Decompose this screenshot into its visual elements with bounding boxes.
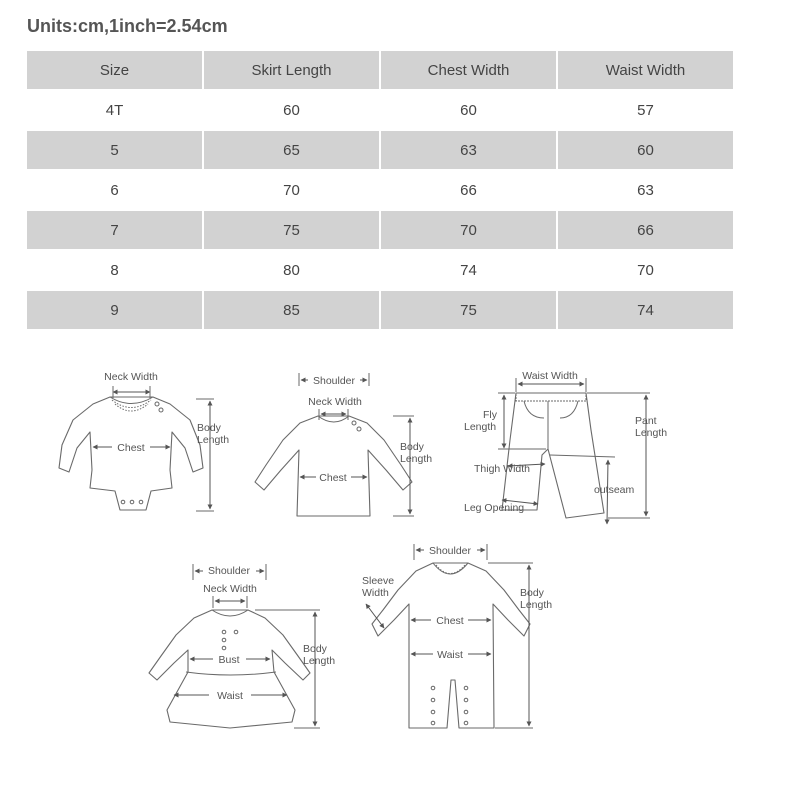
- table-cell: 66: [558, 211, 733, 249]
- neck-width-label: Neck Width: [308, 396, 362, 408]
- body-length-label: Body: [303, 643, 328, 655]
- header-waist-width: Waist Width: [558, 51, 733, 89]
- table-cell: 65: [204, 131, 379, 169]
- fly-length-label: Fly: [483, 409, 498, 421]
- table-cell: 80: [204, 251, 379, 289]
- body-length-label-2: Length: [197, 434, 229, 446]
- table-header-row: Size Skirt Length Chest Width Waist Widt…: [27, 51, 733, 89]
- units-title: Units:cm,1inch=2.54cm: [27, 16, 228, 36]
- romper-diagram: Shoulder Sleeve Width Chest Waist Body L…: [362, 544, 552, 729]
- pants-diagram: Waist Width Fly Length Pant Length Thigh…: [464, 370, 667, 525]
- body-length-label: Body: [520, 587, 545, 599]
- shoulder-label: Shoulder: [313, 375, 356, 387]
- bust-label: Bust: [218, 654, 239, 666]
- header-skirt-length: Skirt Length: [204, 51, 379, 89]
- sleeve-width-label-2: Width: [362, 587, 389, 599]
- table-row: 8 80 74 70: [27, 251, 733, 289]
- table-cell: 8: [27, 251, 202, 289]
- table-cell: 74: [381, 251, 556, 289]
- waist-width-label: Waist Width: [522, 370, 578, 382]
- shoulder-label: Shoulder: [208, 565, 251, 577]
- outseam-label: outseam: [594, 484, 635, 496]
- header-size: Size: [27, 51, 202, 89]
- waist-label: Waist: [437, 649, 463, 661]
- table-cell: 63: [381, 131, 556, 169]
- sleeve-width-label: Sleeve: [362, 575, 394, 587]
- header-chest-width: Chest Width: [381, 51, 556, 89]
- table-cell: 7: [27, 211, 202, 249]
- chest-label: Chest: [117, 442, 145, 454]
- table-row: 5 65 63 60: [27, 131, 733, 169]
- leg-opening-label: Leg Opening: [464, 502, 524, 514]
- table-cell: 6: [27, 171, 202, 209]
- pant-length-label-2: Length: [635, 427, 667, 439]
- table-cell: 70: [381, 211, 556, 249]
- table-cell: 75: [381, 291, 556, 329]
- chest-label: Chest: [319, 472, 347, 484]
- table-cell: 70: [558, 251, 733, 289]
- table-row: 7 75 70 66: [27, 211, 733, 249]
- neck-width-label: Neck Width: [104, 371, 158, 383]
- table-cell: 85: [204, 291, 379, 329]
- table-cell: 75: [204, 211, 379, 249]
- table-cell: 60: [204, 91, 379, 129]
- body-length-label-2: Length: [400, 453, 432, 465]
- table-row: 6 70 66 63: [27, 171, 733, 209]
- table-row: 4T 60 60 57: [27, 91, 733, 129]
- fly-length-label-2: Length: [464, 421, 496, 433]
- body-length-label-2: Length: [303, 655, 335, 667]
- table-cell: 70: [204, 171, 379, 209]
- table-cell: 4T: [27, 91, 202, 129]
- table-cell: 63: [558, 171, 733, 209]
- table-cell: 60: [558, 131, 733, 169]
- bodysuit-diagram: Neck Width Chest Body Length: [58, 371, 229, 512]
- size-chart-table: Size Skirt Length Chest Width Waist Widt…: [25, 49, 735, 331]
- table-cell: 57: [558, 91, 733, 129]
- body-length-label: Body: [197, 422, 222, 434]
- table-cell: 60: [381, 91, 556, 129]
- shoulder-label: Shoulder: [429, 545, 472, 557]
- table-cell: 66: [381, 171, 556, 209]
- body-length-label-2: Length: [520, 599, 552, 611]
- waist-label: Waist: [217, 690, 243, 702]
- top-diagram: Shoulder Neck Width Chest Body Length: [254, 373, 432, 517]
- table-cell: 74: [558, 291, 733, 329]
- body-length-label: Body: [400, 441, 425, 453]
- chest-label: Chest: [436, 615, 464, 627]
- table-cell: 9: [27, 291, 202, 329]
- neck-width-label: Neck Width: [203, 583, 257, 595]
- pant-length-label: Pant: [635, 415, 657, 427]
- table-cell: 5: [27, 131, 202, 169]
- dress-diagram: Shoulder Neck Width Bust Waist Body Leng…: [148, 564, 335, 729]
- table-row: 9 85 75 74: [27, 291, 733, 329]
